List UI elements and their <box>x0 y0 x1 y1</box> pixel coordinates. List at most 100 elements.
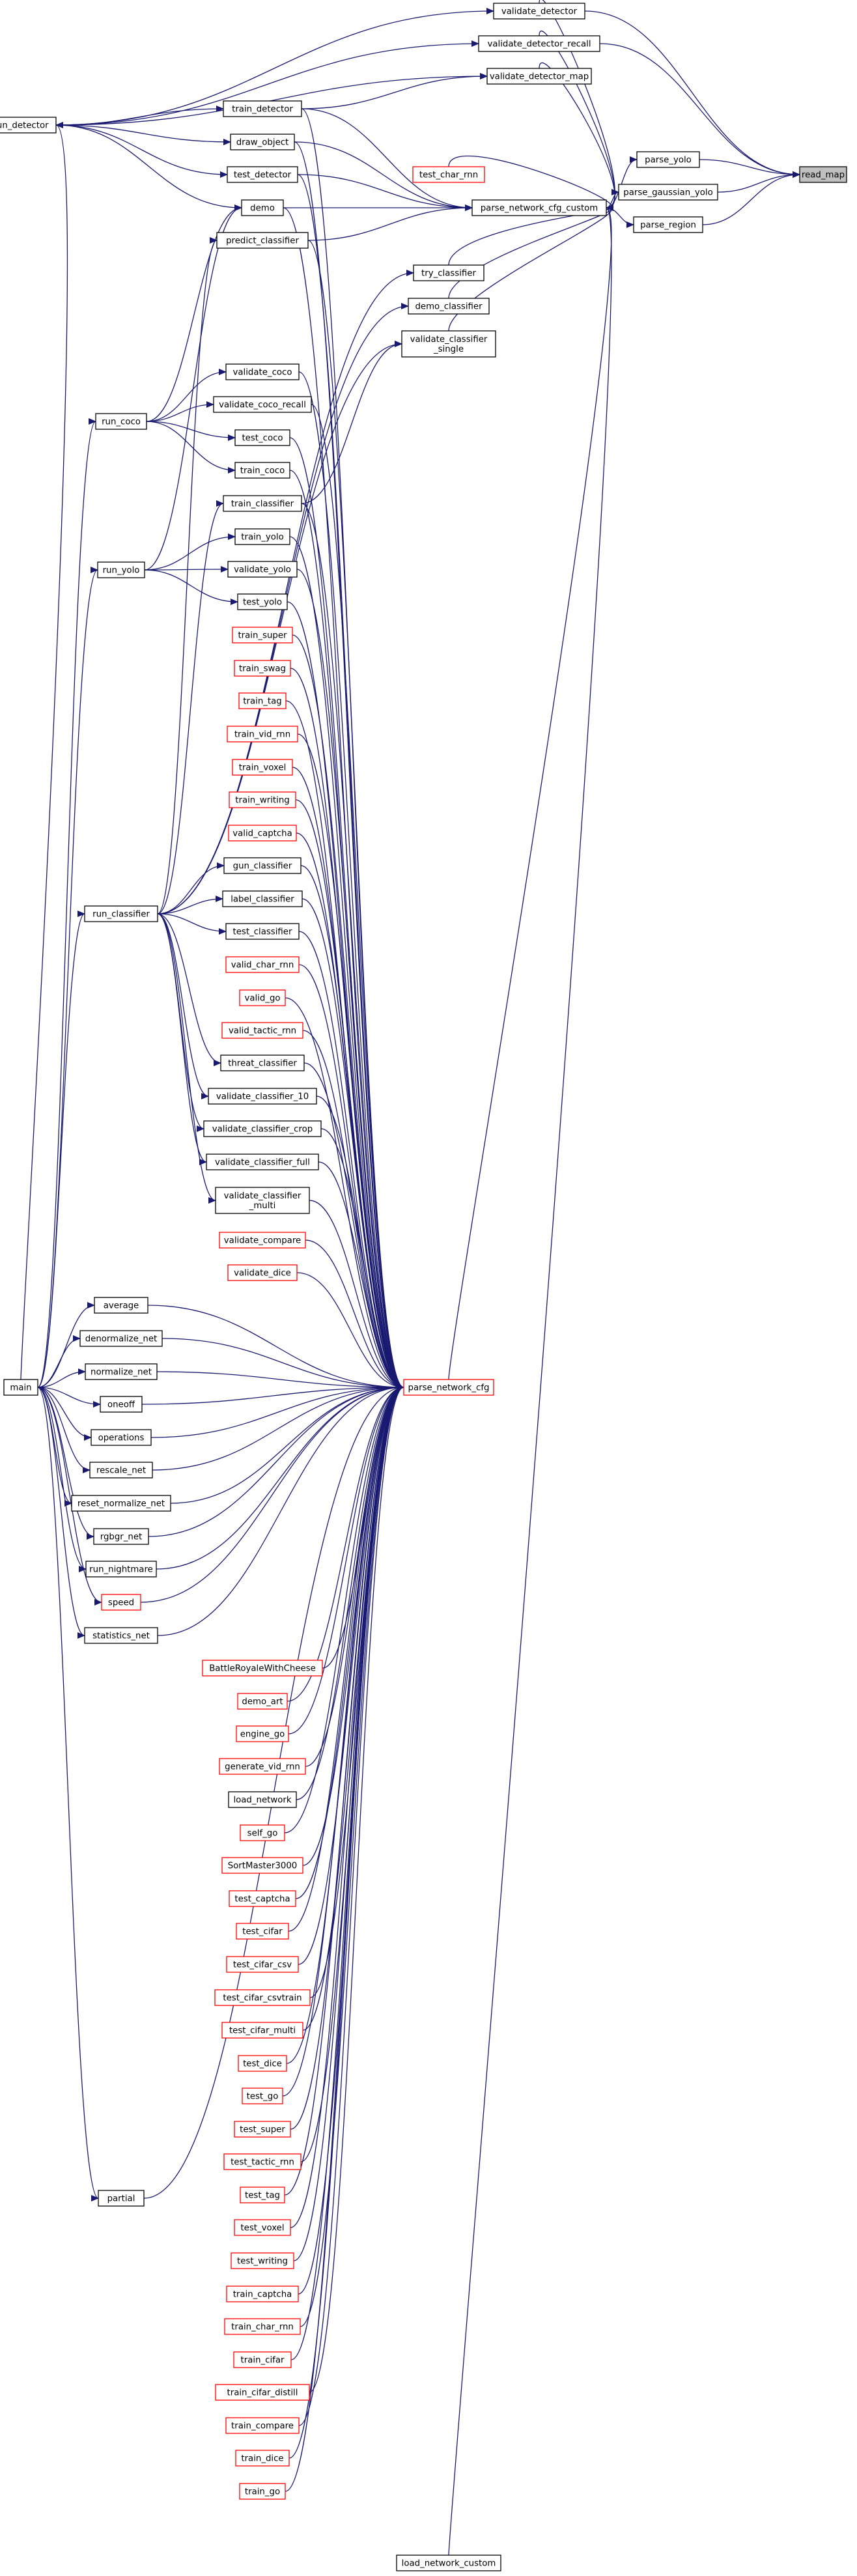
node-box[interactable] <box>401 330 496 358</box>
node-validate_detector[interactable]: validate_detector <box>493 3 585 20</box>
node-box[interactable] <box>240 1824 285 1841</box>
node-box[interactable] <box>221 1857 303 1874</box>
node-box[interactable] <box>234 429 290 446</box>
node-box[interactable] <box>234 2121 291 2138</box>
node-box[interactable] <box>413 264 485 281</box>
node-box[interactable] <box>636 151 700 168</box>
node-box[interactable] <box>233 2351 292 2368</box>
node-run_nightmare[interactable]: run_nightmare <box>85 1561 157 1578</box>
node-box[interactable] <box>91 1429 152 1446</box>
node-box[interactable] <box>93 1528 149 1545</box>
node-test_captcha[interactable]: test_captcha <box>229 1890 296 1907</box>
node-rescale_net[interactable]: rescale_net <box>89 1462 153 1479</box>
node-box[interactable] <box>238 2055 287 2072</box>
node-box[interactable] <box>396 2555 501 2571</box>
node-box[interactable] <box>225 2417 300 2434</box>
node-box[interactable] <box>225 363 300 380</box>
node-box[interactable] <box>242 2088 283 2104</box>
node-box[interactable] <box>478 35 600 52</box>
node-try_classifier[interactable]: try_classifier <box>413 264 485 281</box>
node-test_super[interactable]: test_super <box>234 2121 291 2138</box>
node-box[interactable] <box>101 1594 141 1611</box>
node-box[interactable] <box>206 1154 319 1170</box>
node-train_cifar[interactable]: train_cifar <box>233 2351 292 2368</box>
node-box[interactable] <box>79 1330 163 1347</box>
node-rgbgr_net[interactable]: rgbgr_net <box>93 1528 149 1545</box>
node-parse_gaussian_yolo[interactable]: parse_gaussian_yolo <box>618 184 718 201</box>
node-box[interactable] <box>223 100 302 117</box>
node-valid_go[interactable]: valid_go <box>239 989 286 1006</box>
node-demo_classifier[interactable]: demo_classifier <box>408 298 490 315</box>
node-test_writing[interactable]: test_writing <box>231 2252 294 2269</box>
node-SortMaster3000[interactable]: SortMaster3000 <box>221 1857 303 1874</box>
node-box[interactable] <box>89 1462 153 1479</box>
node-box[interactable] <box>493 3 585 20</box>
node-box[interactable] <box>213 396 312 413</box>
node-test_cifar[interactable]: test_cifar <box>236 1923 289 1940</box>
node-box[interactable] <box>223 857 302 874</box>
node-box[interactable] <box>471 199 607 216</box>
node-run_yolo[interactable]: run_yolo <box>97 561 145 578</box>
node-train_captcha[interactable]: train_captcha <box>226 2286 299 2302</box>
node-box[interactable] <box>239 2483 286 2500</box>
node-box[interactable] <box>486 68 592 85</box>
node-parse_region[interactable]: parse_region <box>633 216 703 233</box>
node-run_detector[interactable]: run_detector <box>0 117 57 134</box>
node-test_cifar_csv[interactable]: test_cifar_csv <box>226 1956 299 1973</box>
node-box[interactable] <box>202 1660 323 1677</box>
node-train_swag[interactable]: train_swag <box>234 660 291 677</box>
node-box[interactable] <box>84 905 158 922</box>
node-speed[interactable]: speed <box>101 1594 141 1611</box>
node-box[interactable] <box>225 923 300 940</box>
node-BattleRoyaleWithCheese[interactable]: BattleRoyaleWithCheese <box>202 1660 323 1677</box>
node-box[interactable] <box>633 216 703 233</box>
node-box[interactable] <box>230 134 295 150</box>
node-test_go[interactable]: test_go <box>242 2088 283 2104</box>
node-reset_normalize_net[interactable]: reset_normalize_net <box>71 1495 171 1512</box>
node-box[interactable] <box>221 2022 303 2039</box>
node-box[interactable] <box>219 1232 306 1249</box>
node-box[interactable] <box>227 726 298 743</box>
node-box[interactable] <box>216 232 309 249</box>
node-box[interactable] <box>237 593 288 610</box>
node-box[interactable] <box>232 759 293 776</box>
node-box[interactable] <box>97 561 145 578</box>
node-train_detector[interactable]: train_detector <box>223 100 302 117</box>
node-train_super[interactable]: train_super <box>232 627 293 644</box>
node-test_cifar_csvtrain[interactable]: test_cifar_csvtrain <box>214 1989 311 2006</box>
node-box[interactable] <box>208 1088 317 1105</box>
node-validate_coco[interactable]: validate_coco <box>225 363 300 380</box>
node-partial[interactable]: partial <box>98 2190 145 2207</box>
node-validate_classifier_10[interactable]: validate_classifier_10 <box>208 1088 317 1105</box>
node-validate_dice[interactable]: validate_dice <box>227 1264 298 1281</box>
node-demo[interactable]: demo <box>241 199 284 216</box>
node-box[interactable] <box>229 791 296 808</box>
node-box[interactable] <box>222 890 303 907</box>
node-box[interactable] <box>231 2252 294 2269</box>
node-train_classifier[interactable]: train_classifier <box>223 495 302 512</box>
node-test_voxel[interactable]: test_voxel <box>234 2219 291 2236</box>
node-box[interactable] <box>215 2384 310 2401</box>
node-statistics_net[interactable]: statistics_net <box>84 1627 158 1644</box>
node-threat_classifier[interactable]: threat_classifier <box>220 1054 305 1071</box>
node-test_cifar_multi[interactable]: test_cifar_multi <box>221 2022 303 2039</box>
node-box[interactable] <box>234 528 290 545</box>
node-engine_go[interactable]: engine_go <box>236 1725 289 1742</box>
node-box[interactable] <box>618 184 718 201</box>
node-box[interactable] <box>239 989 286 1006</box>
node-test_tag[interactable]: test_tag <box>240 2187 285 2203</box>
node-read_map[interactable]: read_map <box>799 166 847 183</box>
node-box[interactable] <box>94 1297 148 1314</box>
node-box[interactable] <box>228 825 297 842</box>
node-self_go[interactable]: self_go <box>240 1824 285 1841</box>
node-train_compare[interactable]: train_compare <box>225 2417 300 2434</box>
node-box[interactable] <box>203 1120 322 1137</box>
node-test_yolo[interactable]: test_yolo <box>237 593 288 610</box>
node-train_dice[interactable]: train_dice <box>235 2450 290 2467</box>
node-box[interactable] <box>224 2318 301 2335</box>
node-run_coco[interactable]: run_coco <box>95 413 147 430</box>
node-box[interactable] <box>408 298 490 315</box>
node-box[interactable] <box>229 1890 296 1907</box>
node-train_cifar_distill[interactable]: train_cifar_distill <box>215 2384 310 2401</box>
node-main[interactable]: main <box>3 1379 38 1396</box>
